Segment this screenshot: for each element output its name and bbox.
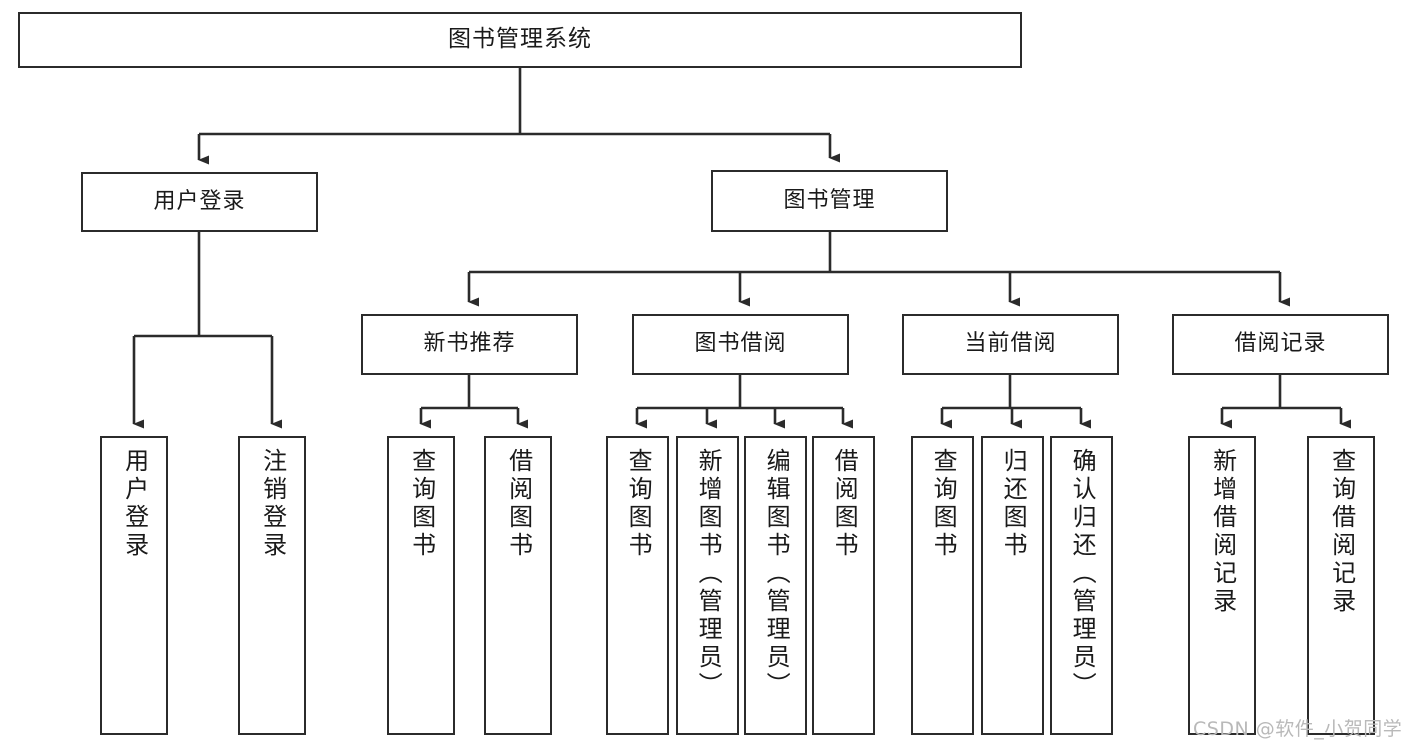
leaf-query-book-borrow[interactable]: 查询图书 — [606, 436, 669, 735]
node-root[interactable]: 图书管理系统 — [18, 12, 1022, 68]
node-current-borrow[interactable]: 当前借阅 — [902, 314, 1119, 375]
node-book-management[interactable]: 图书管理 — [711, 170, 948, 232]
node-book-borrow[interactable]: 图书借阅 — [632, 314, 849, 375]
leaf-label: 确认归还（管理员） — [1068, 448, 1097, 700]
node-current-borrow-label: 当前借阅 — [964, 331, 1057, 357]
leaf-confirm-return-admin[interactable]: 确认归还（管理员） — [1050, 436, 1113, 735]
leaf-user-login[interactable]: 用户登录 — [100, 436, 168, 735]
leaf-label: 查询借阅记录 — [1327, 448, 1356, 616]
node-book-management-label: 图书管理 — [783, 187, 876, 213]
leaf-label: 新增图书（管理员） — [694, 448, 723, 700]
node-borrow-record-label: 借阅记录 — [1234, 331, 1327, 357]
leaf-label: 借阅图书 — [504, 448, 533, 560]
leaf-label: 借阅图书 — [830, 448, 859, 560]
leaf-label: 查询图书 — [624, 448, 653, 560]
leaf-query-book-current[interactable]: 查询图书 — [911, 436, 974, 735]
node-root-label: 图书管理系统 — [448, 26, 592, 53]
leaf-label: 查询图书 — [407, 448, 436, 560]
leaf-query-borrow-record[interactable]: 查询借阅记录 — [1307, 436, 1375, 735]
leaf-borrow-book[interactable]: 借阅图书 — [812, 436, 875, 735]
node-new-book-recommend[interactable]: 新书推荐 — [361, 314, 578, 375]
leaf-logout-login[interactable]: 注销登录 — [238, 436, 306, 735]
node-borrow-record[interactable]: 借阅记录 — [1172, 314, 1389, 375]
node-book-borrow-label: 图书借阅 — [694, 331, 787, 357]
leaf-return-book[interactable]: 归还图书 — [981, 436, 1044, 735]
leaf-label: 用户登录 — [120, 448, 149, 560]
leaf-label: 编辑图书（管理员） — [762, 448, 791, 700]
leaf-add-borrow-record[interactable]: 新增借阅记录 — [1188, 436, 1256, 735]
node-new-book-recommend-label: 新书推荐 — [423, 331, 516, 357]
leaf-label: 查询图书 — [929, 448, 958, 560]
node-user-login-label: 用户登录 — [153, 188, 246, 214]
leaf-borrow-book-recommend[interactable]: 借阅图书 — [484, 436, 552, 735]
leaf-edit-book-admin[interactable]: 编辑图书（管理员） — [744, 436, 807, 735]
node-user-login[interactable]: 用户登录 — [81, 172, 318, 232]
leaf-add-book-admin[interactable]: 新增图书（管理员） — [676, 436, 739, 735]
csdn-watermark: CSDN @软件_小贺同学 — [1193, 718, 1403, 740]
leaf-label: 归还图书 — [999, 448, 1028, 560]
leaf-query-book-recommend[interactable]: 查询图书 — [387, 436, 455, 735]
leaf-label: 新增借阅记录 — [1208, 448, 1237, 616]
leaf-label: 注销登录 — [258, 448, 287, 560]
